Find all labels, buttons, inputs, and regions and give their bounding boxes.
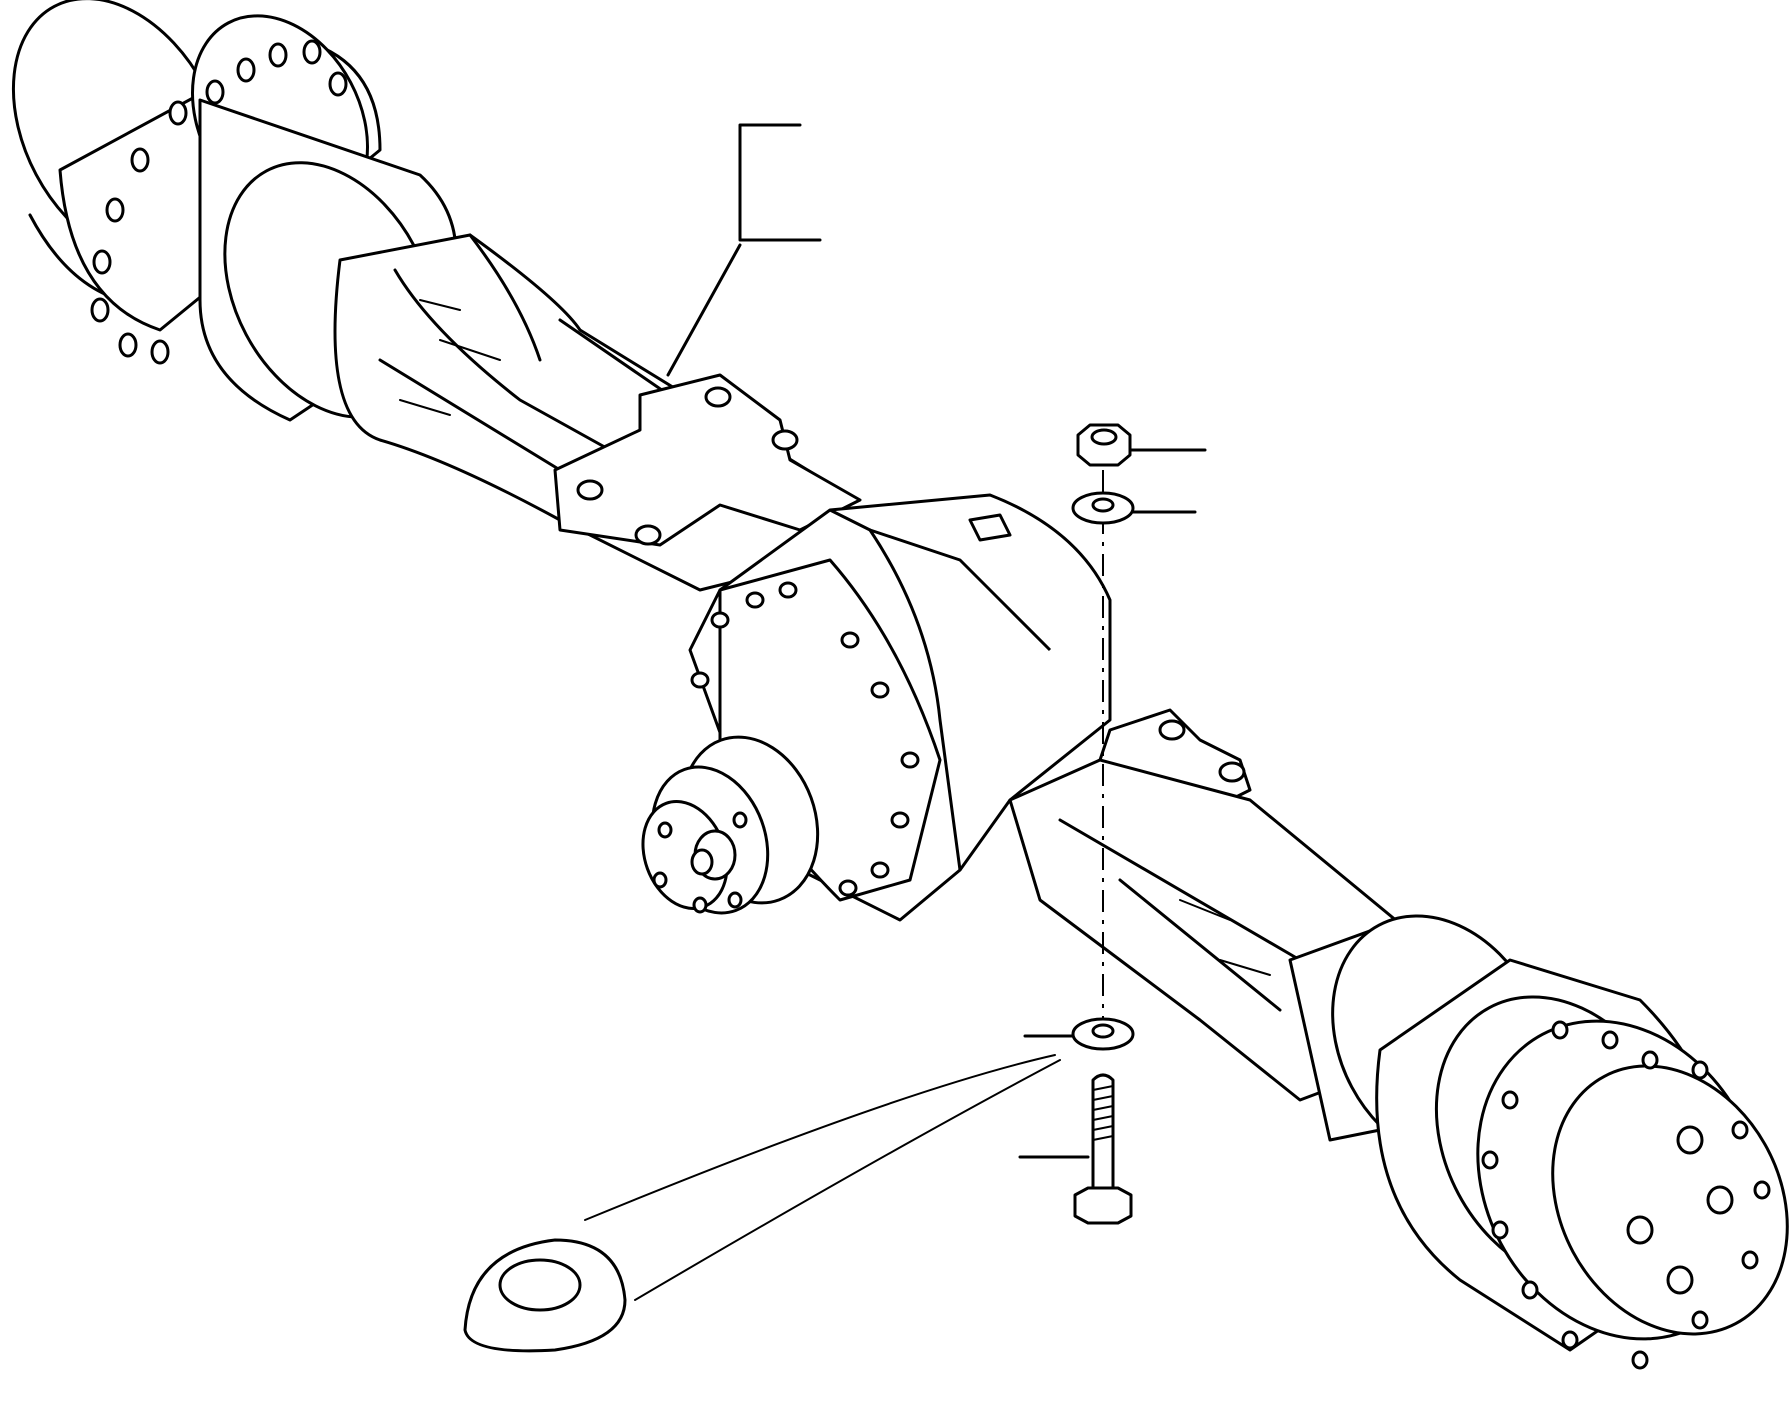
left-mounting-bracket [553, 373, 862, 547]
right-hub-bolt-holes [1481, 1020, 1771, 1370]
left-hub-bolt-holes [90, 39, 348, 365]
housing-leader [666, 123, 822, 377]
pinion-flange [641, 735, 820, 915]
fastener-stack [1018, 423, 1207, 1225]
right-wheel-hub [1288, 914, 1789, 1370]
differential-bolt-holes [690, 581, 920, 897]
upper-washer [1071, 491, 1197, 525]
hex-bolt [1018, 1073, 1133, 1225]
right-hub-stud-holes [1626, 1125, 1734, 1295]
lower-washer [1023, 1017, 1135, 1051]
cap-detail [463, 1054, 1061, 1353]
hex-nut [1076, 423, 1207, 467]
